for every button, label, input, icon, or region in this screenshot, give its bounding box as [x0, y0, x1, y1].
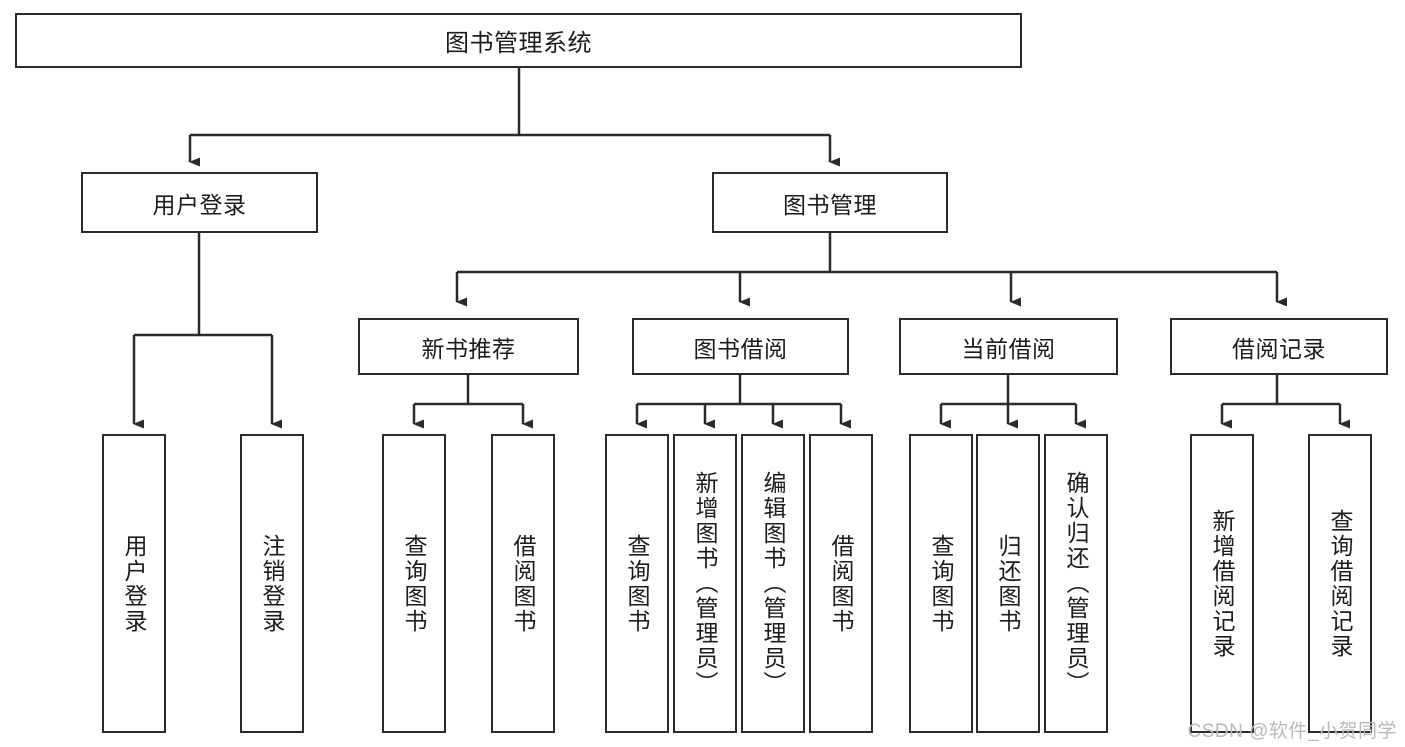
- node-label: 借阅记录: [1232, 335, 1326, 362]
- node-label: 查询图书: [928, 533, 955, 634]
- node-leaf-query-book-borrow[interactable]: 查询图书: [605, 434, 669, 733]
- node-label: 查询图书: [401, 533, 428, 634]
- node-label: 图书管理系统: [445, 30, 592, 57]
- node-leaf-borrow-book-recommend[interactable]: 借阅图书: [491, 434, 555, 733]
- node-label: 归还图书: [995, 533, 1022, 634]
- node-label: 确认归还（管理员）: [1063, 471, 1090, 696]
- node-label: 借阅图书: [510, 533, 537, 634]
- node-book-borrow[interactable]: 图书借阅: [632, 318, 849, 375]
- node-label: 新书推荐: [421, 335, 516, 362]
- node-leaf-borrow-book[interactable]: 借阅图书: [809, 434, 873, 733]
- node-label: 借阅图书: [828, 533, 855, 634]
- node-leaf-logout[interactable]: 注销登录: [240, 434, 304, 733]
- node-leaf-query-book-current[interactable]: 查询图书: [909, 434, 973, 733]
- node-leaf-query-book-recommend[interactable]: 查询图书: [382, 434, 446, 733]
- node-label: 用户登录: [152, 191, 247, 218]
- node-leaf-query-borrow-record[interactable]: 查询借阅记录: [1308, 434, 1372, 733]
- node-label: 新增图书（管理员）: [692, 471, 719, 696]
- node-label: 图书管理: [783, 191, 877, 218]
- node-label: 编辑图书（管理员）: [760, 471, 787, 696]
- node-new-book-recommend[interactable]: 新书推荐: [358, 318, 579, 375]
- node-label: 新增借阅记录: [1209, 508, 1236, 659]
- node-leaf-add-book-admin[interactable]: 新增图书（管理员）: [673, 434, 737, 733]
- node-label: 图书借阅: [693, 335, 788, 362]
- node-label: 用户登录: [121, 533, 148, 634]
- node-label: 当前借阅: [961, 335, 1056, 362]
- node-book-management[interactable]: 图书管理: [712, 172, 948, 233]
- node-label: 查询借阅记录: [1327, 508, 1354, 659]
- node-label: 查询图书: [624, 533, 651, 634]
- node-leaf-add-borrow-record[interactable]: 新增借阅记录: [1190, 434, 1254, 733]
- node-leaf-edit-book-admin[interactable]: 编辑图书（管理员）: [741, 434, 805, 733]
- node-leaf-confirm-return-admin[interactable]: 确认归还（管理员）: [1044, 434, 1108, 733]
- node-leaf-user-login[interactable]: 用户登录: [102, 434, 166, 733]
- node-root-book-management-system[interactable]: 图书管理系统: [15, 13, 1022, 68]
- node-user-login[interactable]: 用户登录: [81, 172, 318, 233]
- node-leaf-return-book[interactable]: 归还图书: [976, 434, 1040, 733]
- node-borrow-record[interactable]: 借阅记录: [1170, 318, 1388, 375]
- node-label: 注销登录: [259, 533, 286, 634]
- node-current-borrow[interactable]: 当前借阅: [899, 318, 1118, 375]
